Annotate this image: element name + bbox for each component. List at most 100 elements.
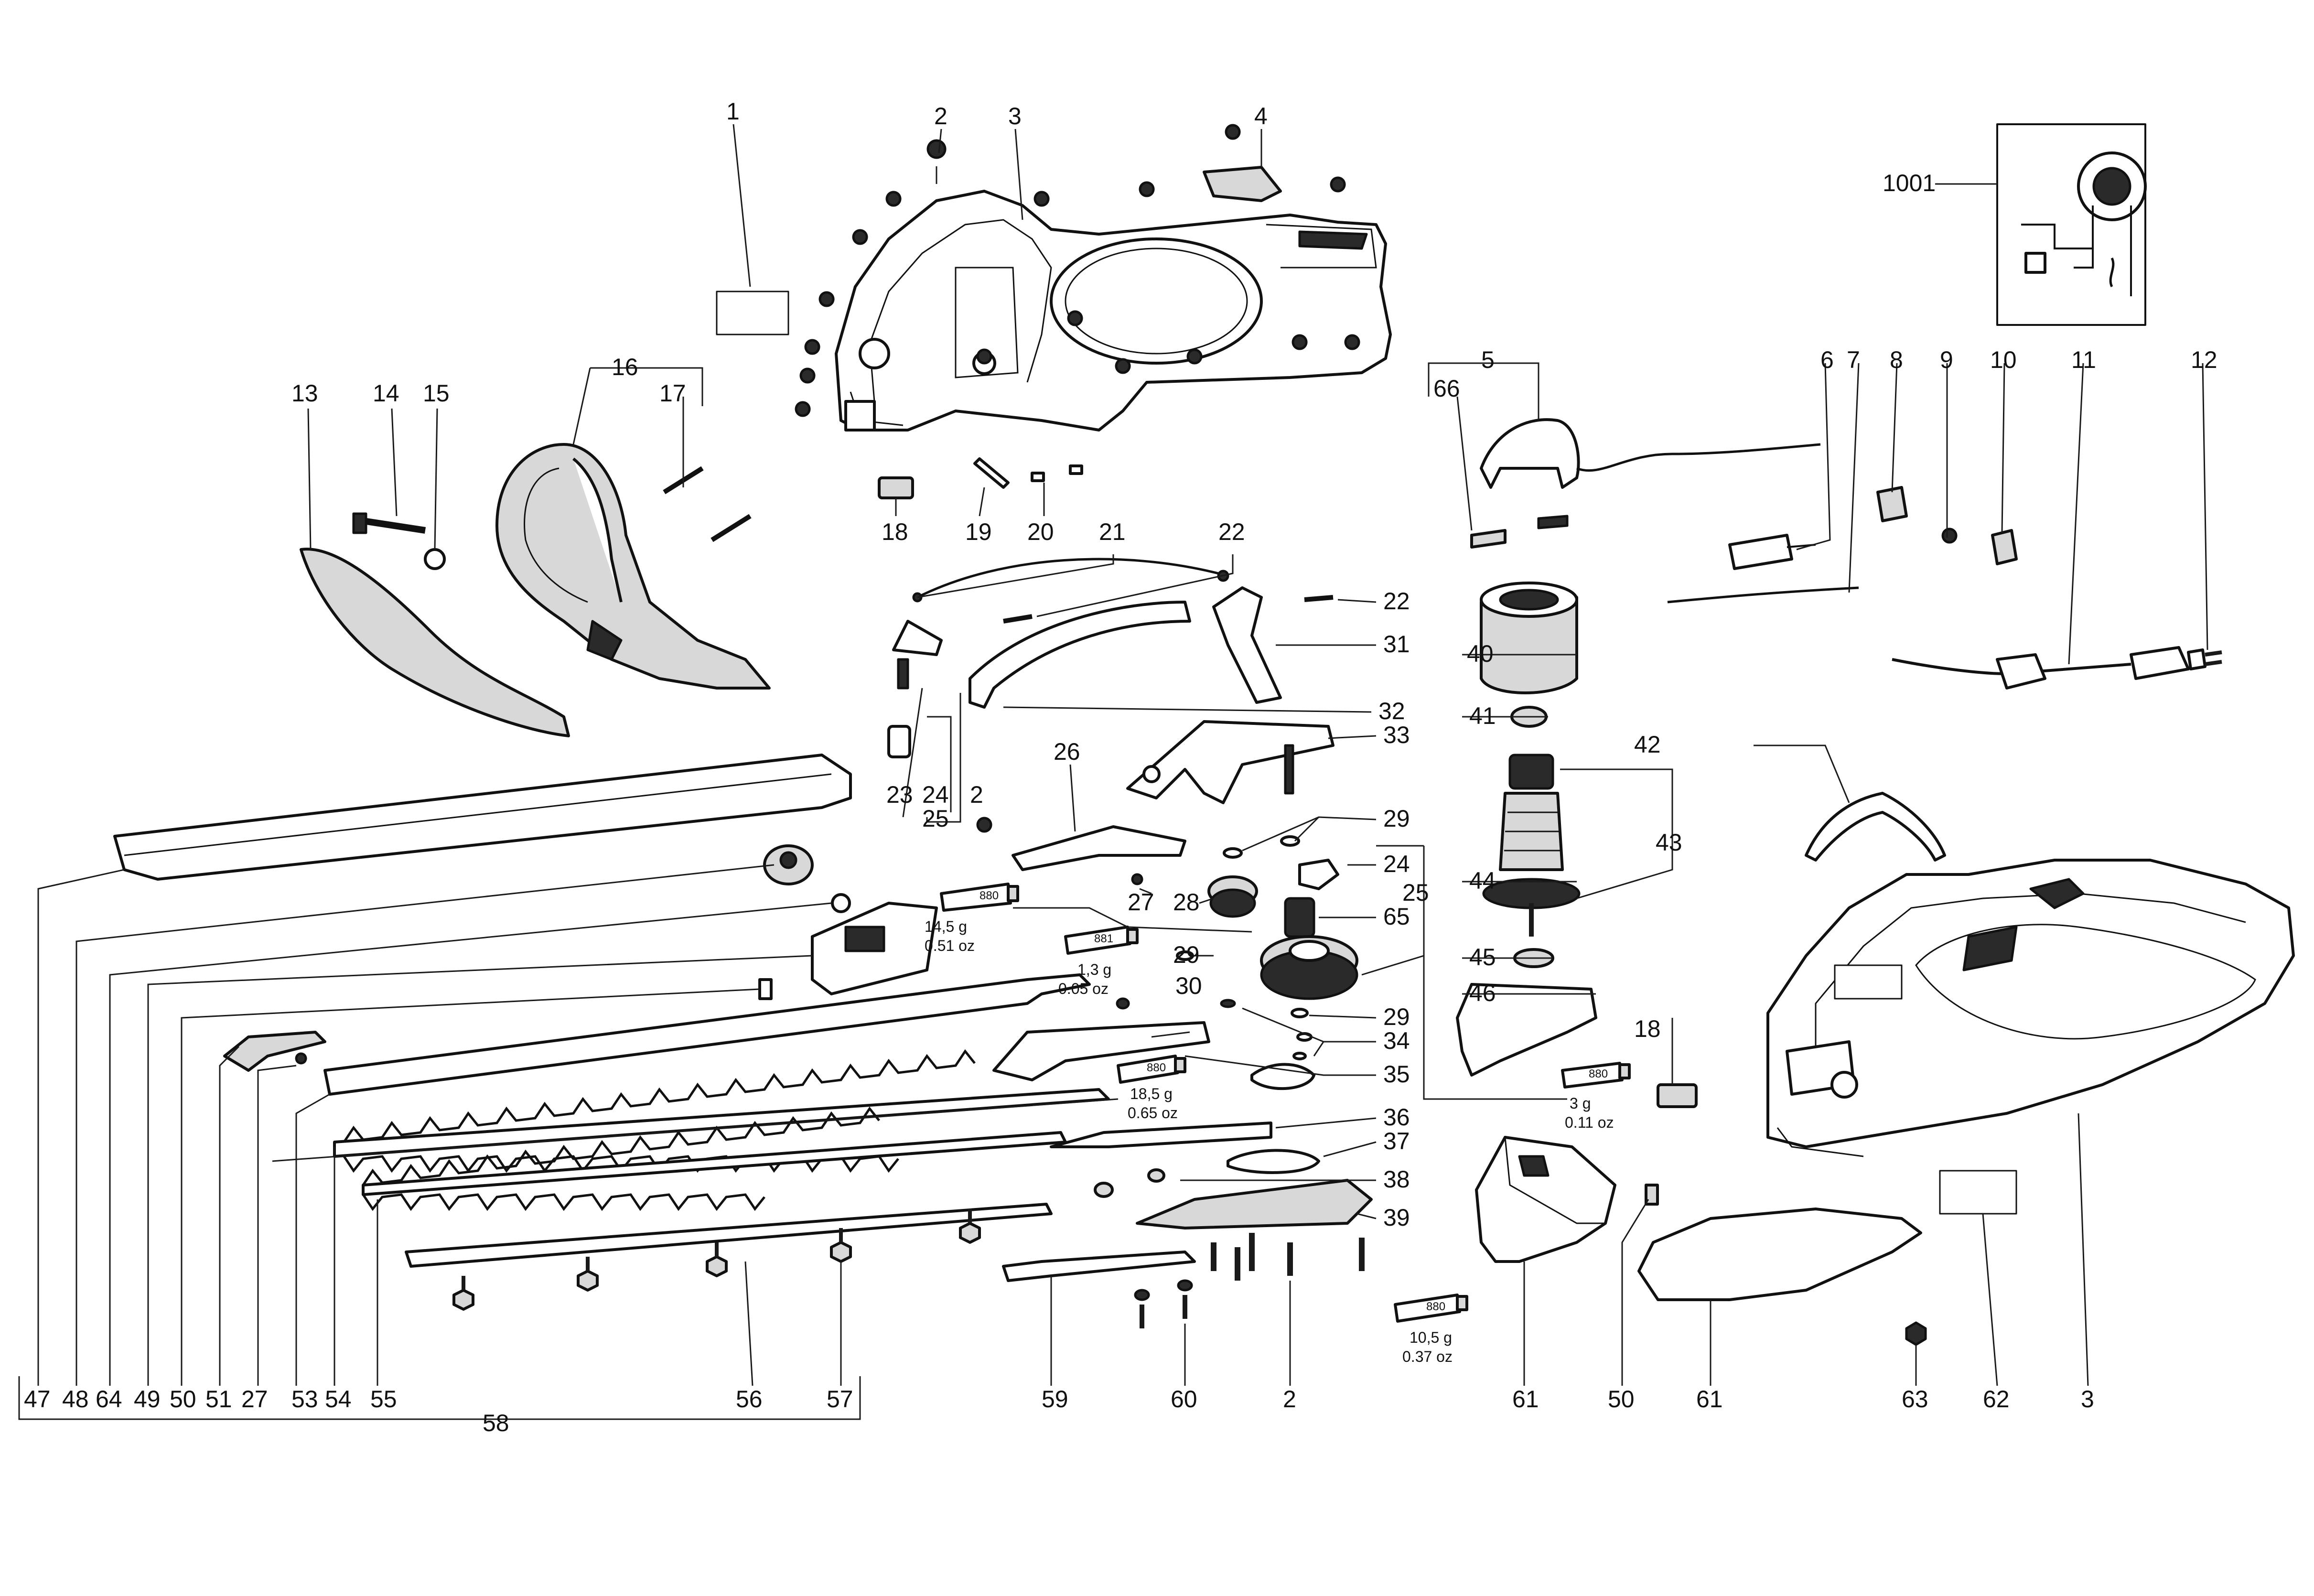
label-27: 27 (1128, 889, 1154, 916)
label-24b: 24 (1383, 851, 1410, 877)
nut-38b (1147, 1168, 1165, 1183)
label-30: 30 (1175, 972, 1202, 999)
housing-screws (795, 124, 1360, 417)
label-3b: 3 (2081, 1386, 2094, 1413)
connecting-rod (1250, 1063, 1315, 1090)
label-22a: 22 (1218, 518, 1245, 545)
label-42: 42 (1634, 731, 1661, 758)
label-46: 46 (1469, 980, 1496, 1006)
label-10: 10 (1990, 346, 2017, 373)
svg-text:10,5 g: 10,5 g (1410, 1329, 1452, 1346)
label-62: 63 (1902, 1386, 1928, 1413)
label-25a: 25 (922, 805, 949, 832)
label-2: 2 (934, 103, 947, 129)
sleeve (887, 725, 911, 758)
upper-housing-shell (835, 190, 1392, 431)
front-grip-handle (495, 443, 771, 690)
label-56: 56 (736, 1386, 763, 1413)
label-11: 11 (2071, 346, 2096, 373)
label-24a: 24 (922, 781, 949, 808)
armature (1482, 754, 1581, 937)
label-28: 28 (1173, 889, 1200, 916)
label-54: 54 (325, 1386, 352, 1413)
grease-tube-3: 880 18,5 g 0.65 oz (1117, 1055, 1186, 1122)
label-18b: 18 (1634, 1015, 1661, 1042)
gear-cover (1136, 1179, 1373, 1229)
lever-31 (1212, 586, 1282, 704)
label-21: 21 (1099, 518, 1126, 545)
switch-cover (1203, 166, 1282, 202)
grease-tube-1: 880 14,5 g 0.51 oz (925, 883, 1019, 954)
svg-text:14,5 g: 14,5 g (925, 918, 967, 935)
svg-text:18,5 g: 18,5 g (1130, 1085, 1173, 1102)
trigger-arm (969, 601, 1191, 709)
wiring-diagram (1996, 123, 2147, 326)
label-22b: 22 (1383, 588, 1410, 615)
label-29a: 29 (1383, 805, 1410, 832)
part-number-labels: 1 2 3 4 1001 16 17 13 14 15 5 66 6 7 8 9… (24, 98, 2217, 1436)
gear-small (1207, 875, 1258, 918)
label-4: 4 (1254, 103, 1268, 129)
label-12: 12 (2191, 346, 2217, 373)
wire (1667, 586, 1859, 604)
svg-text:880: 880 (979, 889, 999, 902)
label-13: 13 (291, 380, 318, 407)
springs (663, 466, 752, 542)
label-25b: 25 (1402, 879, 1429, 906)
brush-block (878, 476, 914, 499)
svg-text:0.51 oz: 0.51 oz (925, 937, 975, 954)
svg-text:880: 880 (1426, 1300, 1445, 1313)
switch-slider (1012, 825, 1186, 871)
o-ring (831, 893, 851, 913)
washer-29d (1291, 1008, 1309, 1018)
label-39: 39 (1383, 1204, 1410, 1231)
main-gear (1260, 935, 1358, 1000)
washer-29c (1176, 950, 1194, 961)
label-20: 20 (1027, 518, 1054, 545)
label-15: 15 (423, 380, 450, 407)
power-cord (1892, 646, 2222, 690)
terminal-a (1470, 529, 1507, 549)
label-41: 41 (1469, 702, 1496, 729)
label-3: 3 (1008, 103, 1022, 129)
pin-50 (758, 978, 773, 1000)
svg-text:0.65 oz: 0.65 oz (1128, 1104, 1178, 1122)
clamp-51 (223, 1031, 326, 1072)
spring-22b (1304, 595, 1334, 602)
label-1: 1 (726, 98, 740, 125)
washer-29a (1223, 847, 1243, 859)
label-33: 33 (1383, 722, 1410, 748)
bracket (1126, 720, 1335, 804)
label-31: 31 (1383, 631, 1410, 658)
leader-lines (18, 124, 2208, 1420)
clip-8 (1876, 486, 1908, 522)
label-63 (1939, 1170, 2017, 1215)
label-16: 16 (612, 354, 638, 380)
pin (973, 457, 1010, 489)
connecting-rod-37 (1227, 1149, 1320, 1174)
svg-text:0.37 oz: 0.37 oz (1402, 1348, 1453, 1365)
label-26: 26 (1054, 738, 1080, 765)
washer (424, 548, 446, 570)
stator (1480, 582, 1578, 694)
label-66: 66 (1433, 375, 1460, 402)
label-59: 59 (1042, 1386, 1068, 1413)
screw-9 (1941, 528, 1958, 544)
label-27b: 27 (241, 1386, 268, 1413)
svg-text:880: 880 (1589, 1068, 1608, 1080)
label-34: 34 (1383, 1027, 1410, 1054)
label-14: 14 (373, 380, 399, 407)
bow-42 (1805, 792, 1946, 862)
label-29c: 29 (1383, 1003, 1410, 1030)
label-32: 32 (1378, 698, 1405, 724)
svg-text:0.05 oz: 0.05 oz (1058, 980, 1109, 997)
label-35: 35 (1383, 1061, 1410, 1088)
label-51: 51 (205, 1386, 232, 1413)
label-9: 9 (1940, 346, 1953, 373)
blade-bar (323, 973, 1091, 1096)
label-64: 64 (96, 1386, 122, 1413)
label-36: 36 (1383, 1104, 1410, 1131)
label-58: 58 (483, 1410, 509, 1436)
label-50b: 50 (1608, 1386, 1635, 1413)
label-45: 45 (1469, 944, 1496, 971)
